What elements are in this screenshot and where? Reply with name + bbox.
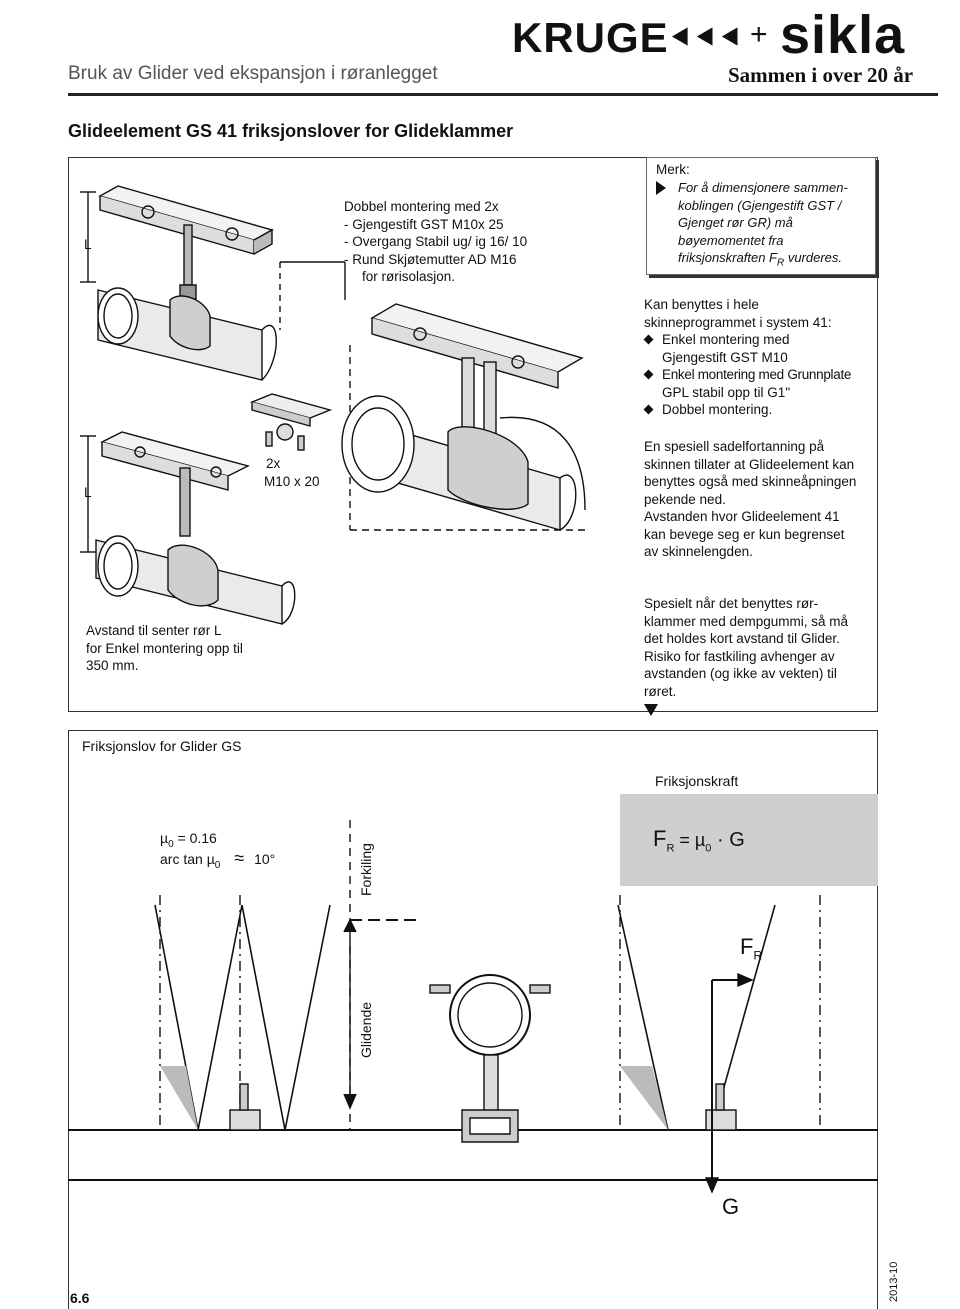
mount-line: for rørisolasjon. [362, 269, 456, 284]
saddle-line: skinnen tillater at Glideelement kan [644, 456, 855, 472]
arrow-F-sub: R [753, 948, 763, 963]
note-line: Gjenget rør GR) må [678, 215, 793, 230]
print-date: 2013-10 [888, 1261, 900, 1302]
formula-F: F [653, 826, 667, 851]
arrow-F: F [740, 934, 754, 959]
bolt-qty: 2x [266, 456, 281, 471]
damping-line: røret. [644, 683, 677, 699]
sikla-logo: sikla [780, 5, 906, 65]
formula-dot: · G [711, 829, 745, 851]
note-last-prefix: friksjonskraften F [678, 250, 777, 265]
damping-line: Risiko for fastkiling avhenger av [644, 648, 835, 664]
usage-item: Dobbel montering. [644, 401, 876, 419]
mount-line: - Overgang Stabil ug/ ig 16/ 10 [344, 234, 528, 249]
usage-intro: skinneprogrammet i system 41: [644, 314, 832, 330]
section-title: Glideelement GS 41 friksjonslover for Gl… [68, 121, 514, 141]
saddle-line: pekende ned. [644, 491, 726, 507]
label-L-top: L [84, 237, 92, 252]
friction-box [68, 730, 878, 1309]
mu-symbol: µ [160, 830, 169, 846]
distance-line: Avstand til senter rør L [86, 623, 222, 638]
note-line: For å dimensjonere sammen- [678, 180, 848, 195]
usage-block: Kan benyttes i hele skinneprogrammet i s… [644, 296, 876, 419]
saddle-line: En spesiell sadelfortanning på [644, 439, 825, 454]
mu-number: = 0.16 [173, 830, 217, 846]
kruge-chevrons-icon: ⯇⯇⯇ [668, 22, 744, 55]
saddle-line: kan bevege seg er kun begrenset [644, 526, 845, 542]
usage-item-line: Dobbel montering. [662, 402, 773, 417]
mounting-figure-box [68, 157, 878, 712]
mount-line: - Rund Skjøtemutter AD M16 [344, 251, 517, 267]
tagline: Sammen i over 20 år [728, 63, 914, 87]
arc-prefix: arc tan µ [160, 851, 215, 867]
mounting-illustration [80, 185, 586, 625]
friction-formula-panel [620, 794, 878, 886]
arc-tan-value: arc tan µ0 ≈10° [160, 848, 275, 871]
mount-text: Dobbel montering med 2x - Gjengestift GS… [344, 198, 584, 286]
document-title: Bruk av Glider ved ekspansjon i røranleg… [68, 63, 438, 84]
saddle-line: Avstanden hvor Glideelement 41 [644, 509, 840, 524]
mu-sub: 0 [168, 838, 174, 850]
note-last-sub: R [776, 257, 785, 269]
arrow-G-label: G [722, 1194, 740, 1219]
formula-0: 0 [705, 842, 712, 855]
mu-value: µ0 = 0.16 [160, 830, 217, 850]
damping-line: Spesielt når det benyttes rør- [644, 596, 819, 611]
mount-line: Dobbel montering med 2x [344, 199, 499, 214]
usage-item-line: Enkel montering med [662, 332, 790, 347]
friction-formula: FR = µ0 · G [653, 826, 745, 854]
distance-note: Avstand til senter rør L for Enkel monte… [86, 622, 286, 675]
note-line: koblingen (Gjengestift GST / [678, 197, 842, 213]
mount-line: - Gjengestift GST M10x 25 [344, 216, 504, 232]
logo-plus: + [750, 18, 768, 51]
label-L-bottom: L [84, 485, 92, 500]
distance-line: for Enkel montering opp til [86, 640, 243, 656]
kruge-logo: KRUGE⯇⯇⯇ [512, 17, 744, 59]
kruge-logo-text: KRUGE [512, 14, 669, 61]
usage-intro: Kan benyttes i hele [644, 297, 759, 312]
note-line: friksjonskraften FR vurderes. [678, 249, 868, 272]
damping-line: klammer med dempgummi, så må [644, 613, 849, 629]
note-arrow-icon [656, 181, 666, 195]
formula-R: R [666, 842, 675, 855]
page-number: 6.6 [70, 1290, 90, 1306]
usage-item-line: GPL stabil opp til G1" [662, 384, 791, 400]
saddle-line: benyttes også med skinneåpningen [644, 474, 857, 489]
damping-line: avstanden (og ikke av vekten) til [644, 666, 837, 681]
damping-paragraph: Spesielt når det benyttes rør- klammer m… [644, 595, 876, 700]
note-box [646, 157, 876, 275]
note-heading: Merk: [656, 162, 690, 177]
saddle-line: av skinnelengden. [644, 544, 753, 559]
note-line: bøyemomentet fra [678, 232, 784, 248]
approx-symbol: ≈ [234, 848, 245, 868]
header-rule [68, 93, 938, 96]
arc-sub: 0 [214, 859, 221, 871]
continue-arrow-icon [644, 704, 658, 716]
friction-box-title: Friksjonslov for Glider GS [82, 738, 242, 754]
usage-item-line: Gjengestift GST M10 [662, 349, 788, 365]
distance-line: 350 mm. [86, 658, 139, 673]
friction-force-title: Friksjonskraft [655, 773, 739, 789]
formula-eq: = µ [674, 830, 706, 850]
note-body: For å dimensjonere sammen- koblingen (Gj… [678, 179, 868, 272]
usage-item-line: Enkel montering med Grunnplate [662, 367, 852, 382]
arrow-F-label: FR [740, 934, 762, 962]
damping-line: det holdes kort avstand til Glider. [644, 631, 840, 646]
bolt-size: M10 x 20 [264, 474, 320, 489]
note-last-suffix: vurderes. [784, 250, 843, 265]
arc-degree: 10° [254, 851, 276, 867]
saddle-paragraph: En spesiell sadelfortanning på skinnen t… [644, 438, 876, 561]
